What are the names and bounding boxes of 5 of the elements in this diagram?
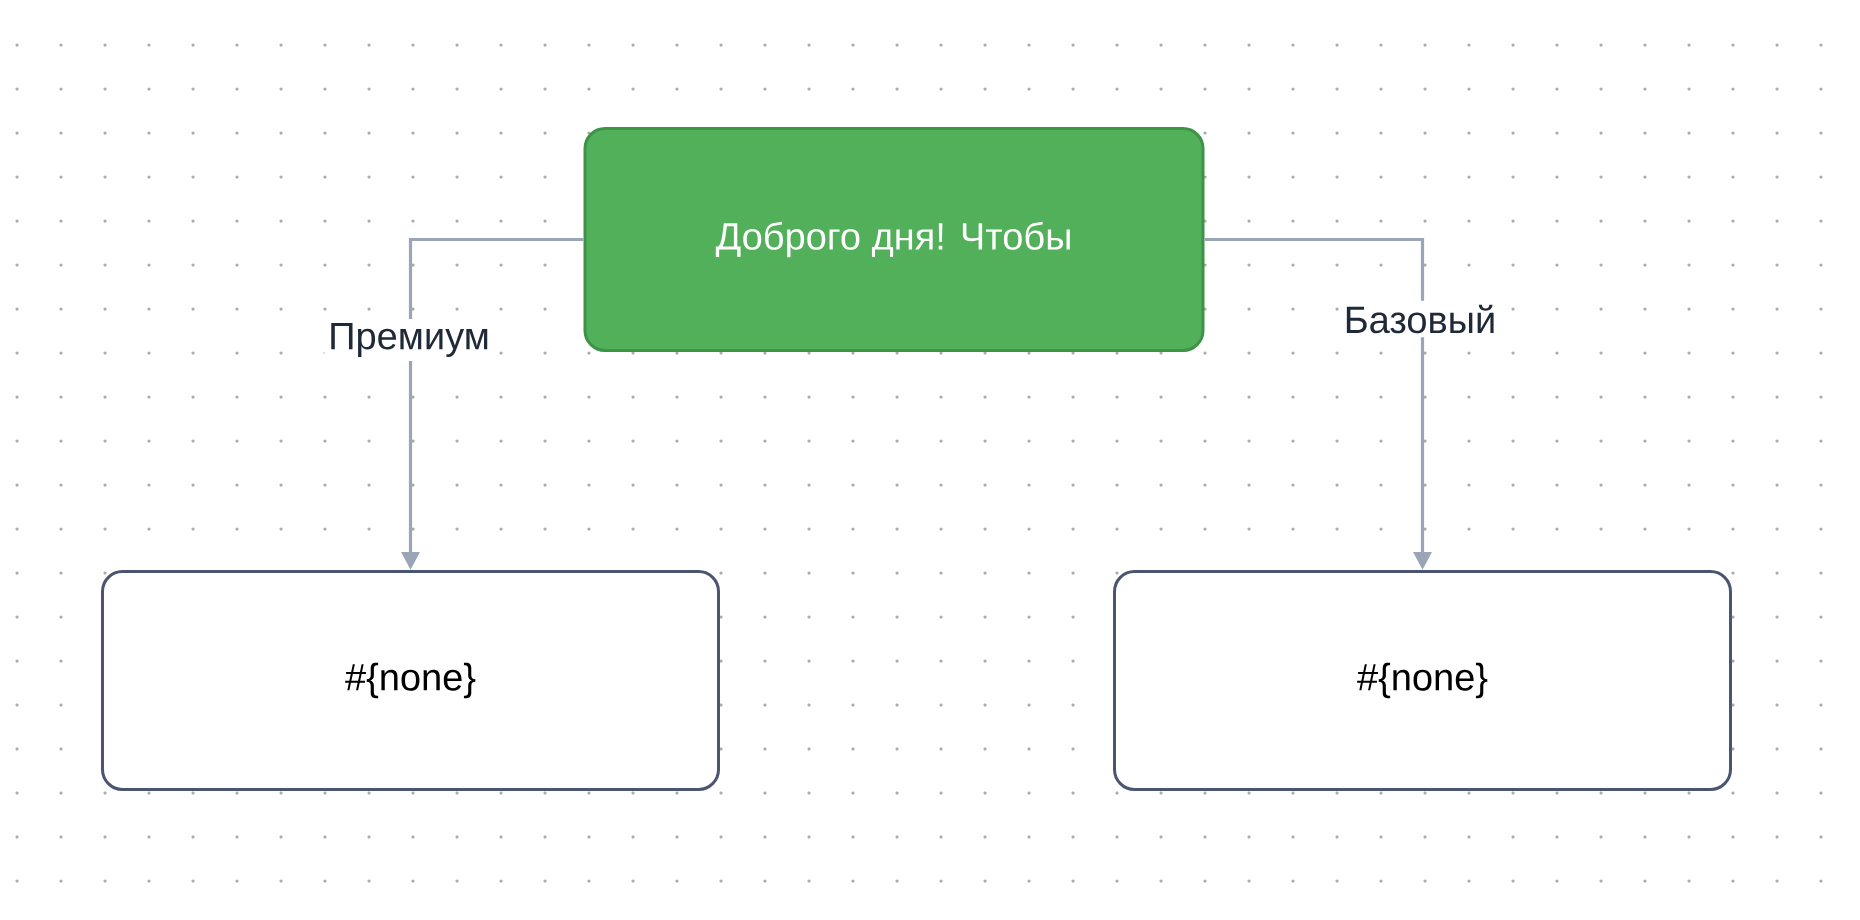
- process-box: #{none}: [101, 570, 720, 791]
- edge-label: Премиум: [324, 319, 494, 361]
- process-box: #{none}: [1113, 570, 1732, 791]
- edge-label: Базовый: [1339, 300, 1501, 338]
- decision-box: Доброго дня! Чтобы: [583, 127, 1205, 352]
